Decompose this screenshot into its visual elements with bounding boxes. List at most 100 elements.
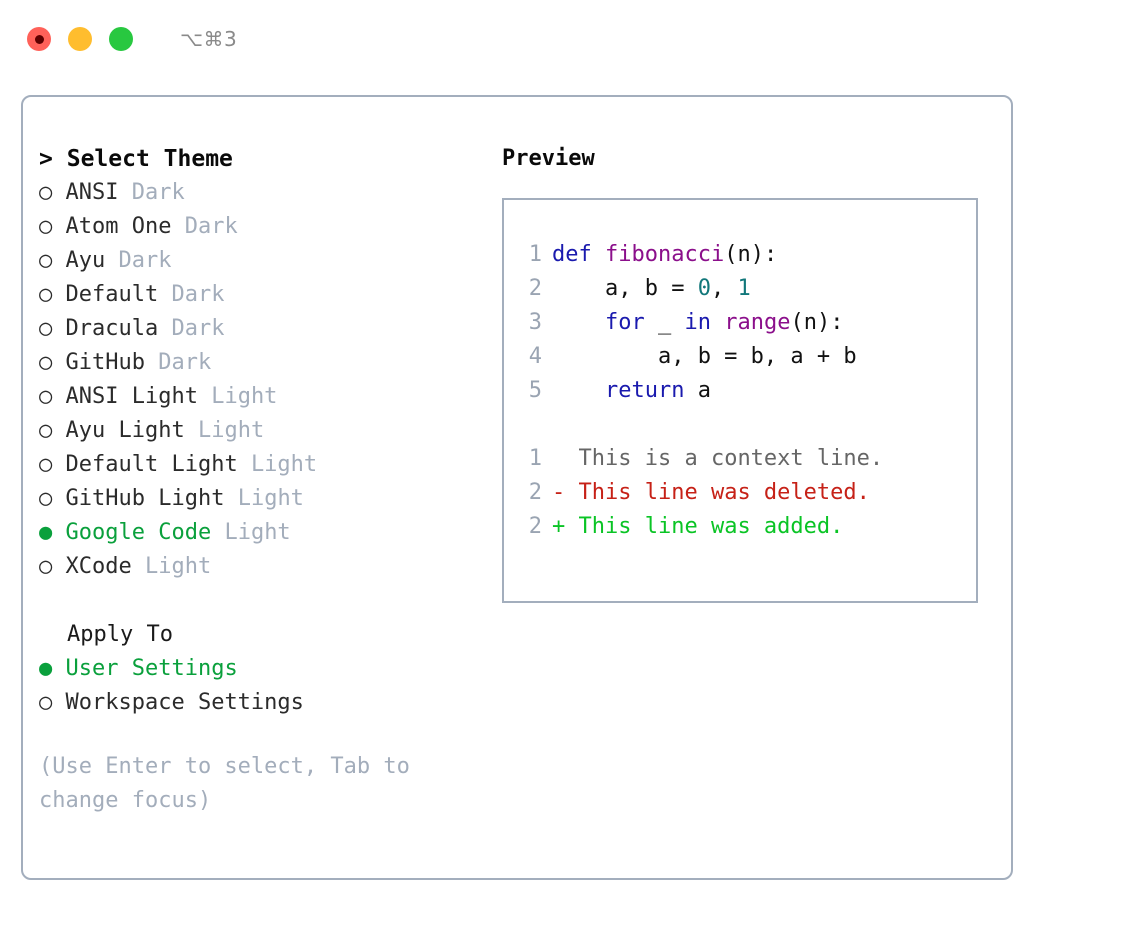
theme-list-item[interactable]: ○ Dracula Dark [39,312,489,346]
diff-text: This line was deleted. [578,480,870,505]
code-token-pln: (n): [790,310,844,335]
recording-indicator-icon [34,34,44,44]
theme-list-item[interactable]: ○ ANSI Light Light [39,380,489,414]
line-number: 1 [528,446,542,471]
theme-variant-badge: Dark [171,316,225,341]
theme-list-item[interactable]: ○ Atom One Dark [39,210,489,244]
apply-to-option[interactable]: ● User Settings [39,652,489,686]
radio-unselected-icon[interactable]: ○ [39,452,53,477]
theme-list-item[interactable]: ○ Default Dark [39,278,489,312]
theme-list: ○ ANSI Dark○ Atom One Dark○ Ayu Dark○ De… [39,176,489,584]
theme-name: ANSI Light [65,384,198,409]
theme-name: XCode [65,554,132,579]
theme-variant-badge: Light [144,554,212,579]
diff-sign: - [552,480,579,505]
diff-sign [552,446,579,471]
theme-variant-badge: Dark [131,180,185,205]
code-token-kw: in [684,310,711,335]
theme-name: GitHub Light [65,486,225,511]
radio-unselected-icon[interactable]: ○ [39,384,53,409]
list-spacer [39,584,489,618]
code-token-pln: a, b = [552,276,698,301]
code-line: 3 for _ in range(n): [520,306,976,340]
code-token-pln [711,310,724,335]
code-token-pln: (n): [724,242,778,267]
code-line: 4 a, b = b, a + b [520,340,976,374]
theme-list-item[interactable]: ○ Ayu Light Light [39,414,489,448]
code-token-pln [552,378,605,403]
radio-selected-icon[interactable]: ● [39,656,53,681]
header-prompt-marker: > [39,146,53,172]
line-number: 2 [528,276,542,301]
theme-list-item[interactable]: ● Google Code Light [39,516,489,550]
apply-to-option-label: User Settings [65,656,238,681]
theme-list-item[interactable]: ○ ANSI Dark [39,176,489,210]
radio-unselected-icon[interactable]: ○ [39,350,53,375]
apply-to-list: ● User Settings○ Workspace Settings [39,652,489,720]
theme-name: Default Light [65,452,238,477]
line-number: 5 [528,378,542,403]
code-token-num: 1 [737,276,751,301]
radio-unselected-icon[interactable]: ○ [39,282,53,307]
theme-name: Default [65,282,159,307]
radio-selected-icon[interactable]: ● [39,520,53,545]
code-token-kw: return [604,378,685,403]
minimize-button[interactable] [68,27,92,51]
line-number: 3 [528,310,542,335]
panel-columns: > Select Theme ○ ANSI Dark○ Atom One Dar… [23,97,1011,878]
close-button[interactable] [27,27,51,51]
diff-sample: 1 This is a context line.2- This line wa… [520,442,976,544]
theme-variant-badge: Light [250,452,318,477]
radio-unselected-icon[interactable]: ○ [39,248,53,273]
theme-variant-badge: Light [237,486,304,511]
window-titlebar: ⌥⌘3 [0,0,1140,78]
theme-name: Ayu Light [65,418,185,443]
radio-unselected-icon[interactable]: ○ [39,180,53,205]
keyboard-shortcut-label: ⌥⌘3 [180,27,238,51]
line-number: 2 [528,514,542,539]
diff-sign: + [552,514,579,539]
theme-variant-badge: Light [197,418,265,443]
radio-unselected-icon[interactable]: ○ [39,316,53,341]
code-token-pln: a, b = b, a + b [552,344,857,369]
line-number: 4 [528,344,542,369]
code-token-kw: for [604,310,645,335]
theme-variant-badge: Dark [158,350,212,375]
code-line: 5 return a [520,374,976,408]
diff-line: 1 This is a context line. [520,442,976,476]
radio-unselected-icon[interactable]: ○ [39,214,53,239]
maximize-button[interactable] [109,27,133,51]
theme-list-item[interactable]: ○ GitHub Light Light [39,482,489,516]
radio-unselected-icon[interactable]: ○ [39,486,53,511]
theme-variant-badge: Light [211,384,278,409]
theme-list-item[interactable]: ○ Default Light Light [39,448,489,482]
theme-list-item[interactable]: ○ XCode Light [39,550,489,584]
diff-line: 2 + This line was added. [520,510,976,544]
theme-name: Google Code [65,520,212,545]
diff-text: This line was added. [578,514,844,539]
theme-variant-badge: Dark [184,214,238,239]
code-line: 2 a, b = 0, 1 [520,272,976,306]
diff-text: This is a context line. [578,446,884,471]
theme-name: GitHub [65,350,145,375]
radio-unselected-icon[interactable]: ○ [39,690,53,715]
radio-unselected-icon[interactable]: ○ [39,418,53,443]
theme-variant-badge: Dark [118,248,172,273]
select-theme-header: > Select Theme [39,142,489,176]
radio-unselected-icon[interactable]: ○ [39,554,53,579]
code-token-num: 0 [697,276,711,301]
preview-title: Preview [502,146,595,171]
theme-list-item[interactable]: ○ Ayu Dark [39,244,489,278]
theme-name: Dracula [65,316,159,341]
diff-line: 2- This line was deleted. [520,476,976,510]
theme-name: ANSI [65,180,119,205]
code-token-fn: fibonacci [604,242,725,267]
apply-to-option[interactable]: ○ Workspace Settings [39,686,489,720]
theme-variant-badge: Light [224,520,291,545]
code-token-pln: a [684,378,711,403]
theme-list-item[interactable]: ○ GitHub Dark [39,346,489,380]
